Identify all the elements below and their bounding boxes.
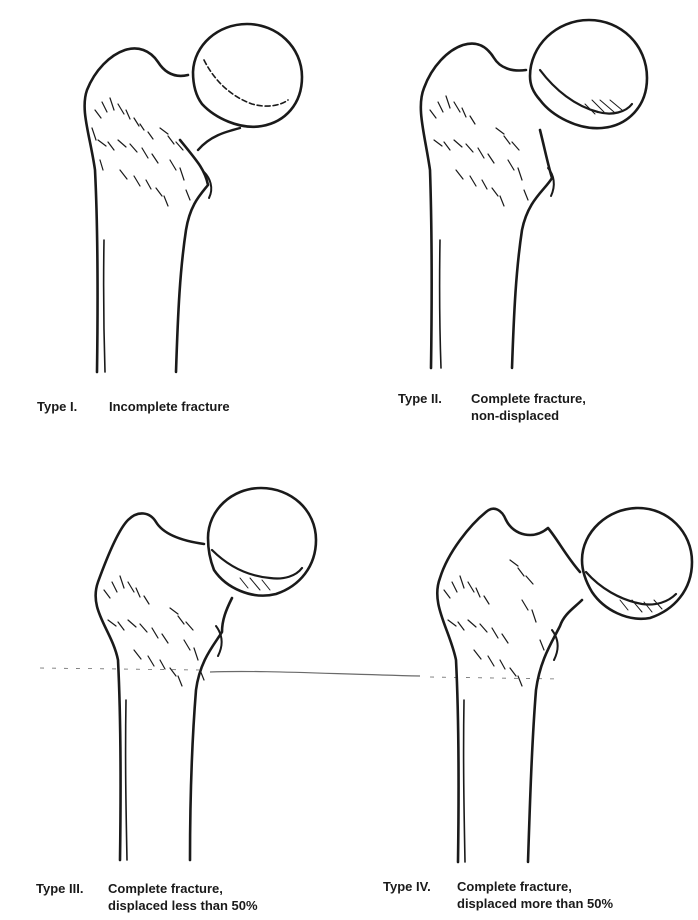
caption-description-line-2: non-displaced: [398, 407, 586, 424]
caption-type-label: Type III.: [36, 880, 108, 897]
caption-type-label: Type II.: [398, 390, 471, 407]
femur-drawing-type-4: [437, 508, 692, 862]
femoral-head-1: [193, 24, 302, 127]
caption-description-line-1: Complete fracture,: [108, 881, 223, 896]
femoral-head-3: [208, 488, 316, 596]
femur-drawing-type-2: [421, 20, 647, 368]
caption-type-1: Type I.Incomplete fracture: [37, 398, 230, 415]
caption-description-line-2: displaced more than 50%: [383, 895, 613, 912]
caption-type-2: Type II.Complete fracture, non-displaced: [398, 390, 586, 424]
caption-description: Incomplete fracture: [109, 399, 230, 414]
caption-description-line-1: Complete fracture,: [471, 391, 586, 406]
caption-description-line-1: Complete fracture,: [457, 879, 572, 894]
caption-description-line-2: displaced less than 50%: [36, 897, 258, 914]
femoral-head-2: [530, 20, 647, 128]
caption-type-label: Type IV.: [383, 878, 457, 895]
femur-outline-4: [437, 509, 582, 862]
caption-type-label: Type I.: [37, 398, 109, 415]
caption-type-3: Type III.Complete fracture, displaced le…: [36, 880, 258, 914]
femur-drawing-type-1: [85, 24, 302, 372]
caption-type-4: Type IV.Complete fracture, displaced mor…: [383, 878, 613, 912]
femur-drawing-type-3: [96, 488, 316, 860]
